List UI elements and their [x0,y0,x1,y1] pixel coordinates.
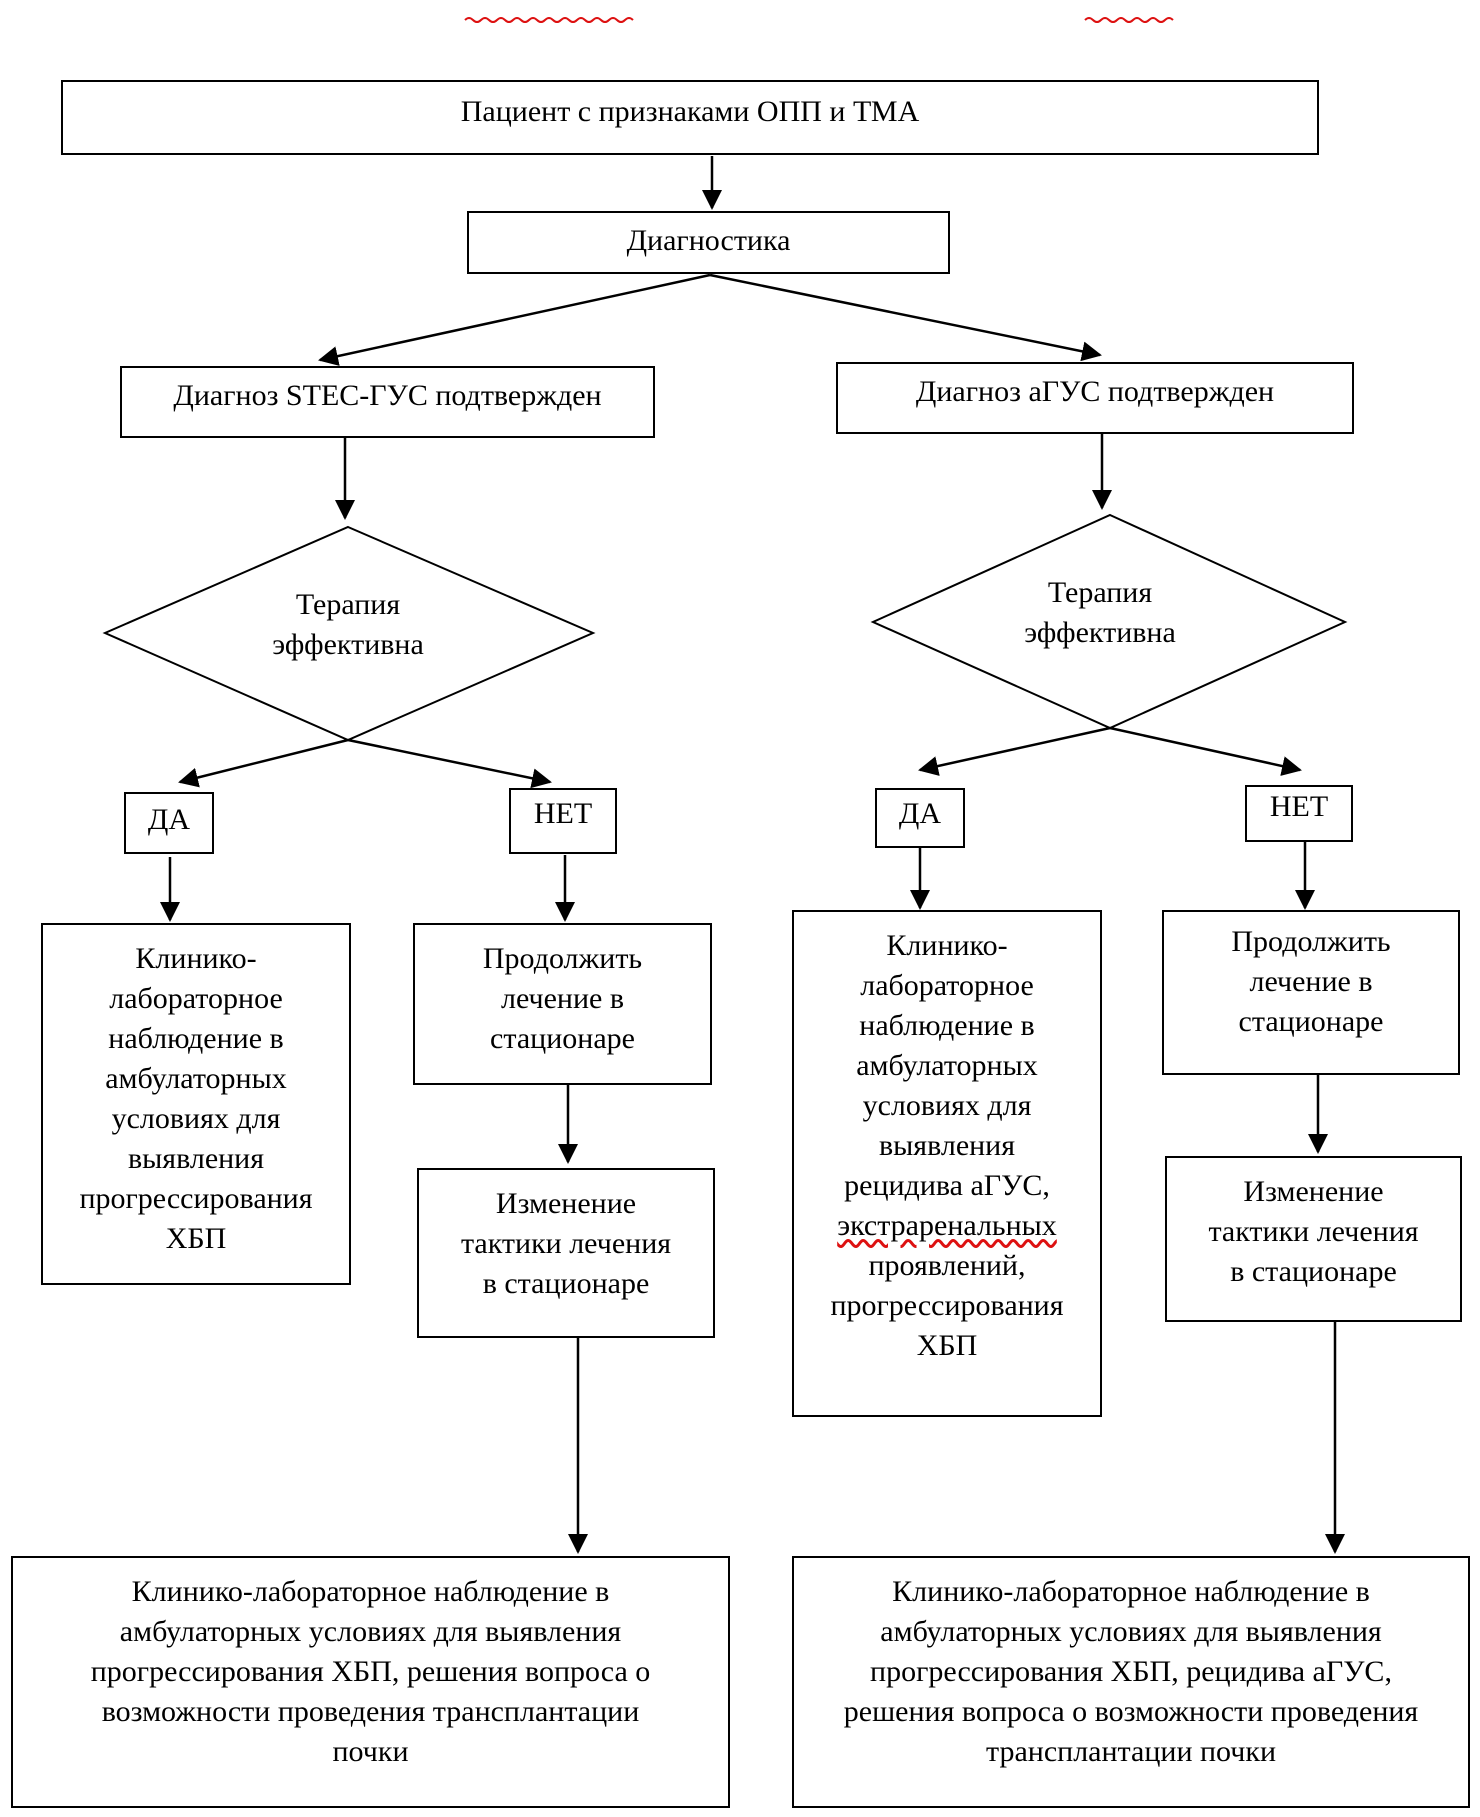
right-no-change-line: Изменение [1243,1175,1384,1208]
right-yes-outcome-line: ХБП [916,1329,978,1362]
left-decision-line-2: эффективна [272,628,424,661]
stec-confirmed-label: Диагноз STEC-ГУС подтвержден [173,379,602,412]
diagnostics-node: Диагностика [467,211,950,274]
left-decision-line-1: Терапия [295,588,401,621]
right-no-change-line: тактики лечения [1208,1215,1419,1248]
left-final-line: Клинико-лабораторное наблюдение в [131,1575,610,1608]
arrow-left-decision-to-no [347,738,552,789]
arrow-diagnostics-to-agus [709,273,1102,362]
left-yes-outcome-line: наблюдение в [108,1022,284,1055]
left-yes-outcome-line: амбулаторных [105,1062,287,1095]
right-final-line: решения вопроса о возможности проведения [843,1695,1419,1728]
right-yes-outcome-node: Клинико- лабораторное наблюдение в амбул… [792,910,1102,1417]
left-yes-outcome-line: выявления [127,1142,265,1175]
left-no-node: НЕТ [509,788,617,854]
right-yes-outcome-line: условиях для [862,1089,1032,1122]
left-no-change-line: в стационаре [482,1267,650,1300]
right-final-line: трансплантации почки [985,1735,1276,1768]
right-yes-outcome-line: амбулаторных [856,1049,1038,1082]
left-no-change-line: тактики лечения [460,1227,672,1260]
right-yes-node: ДА [875,788,965,848]
right-no-node: НЕТ [1245,785,1353,842]
right-no-change-node: Изменение тактики лечения в стационаре [1165,1156,1462,1322]
right-yes-label: ДА [898,797,942,830]
arrow-diagnostics-to-stec [318,273,711,366]
right-decision-line-1: Терапия [1047,576,1153,609]
agus-confirmed-label: Диагноз аГУС подтвержден [915,375,1275,408]
left-decision-label: Терапия эффективна [200,585,496,665]
right-no-continue-node: Продолжить лечение в стационаре [1162,910,1460,1075]
header-squiggle-1 [464,17,634,23]
right-yes-outcome-line: Клинико- [886,929,1008,962]
right-yes-outcome-line: наблюдение в [859,1009,1035,1042]
stec-confirmed-node: Диагноз STEC-ГУС подтвержден [120,366,655,438]
left-yes-outcome-line: прогрессирования [79,1182,313,1215]
left-yes-node: ДА [124,792,214,854]
arrow-left-decision-to-yes [178,738,349,788]
left-no-continue-line: Продолжить [482,942,643,975]
right-yes-outcome-line: проявлений, [868,1249,1026,1282]
right-final-node: Клинико-лабораторное наблюдение в амбула… [792,1556,1470,1808]
right-yes-outcome-line: экстраренальных [837,1209,1057,1242]
left-yes-label: ДА [147,803,191,836]
right-no-continue-line: лечение в [1249,965,1373,998]
left-final-line: почки [332,1735,409,1768]
right-decision-label: Терапия эффективна [952,573,1248,653]
left-no-continue-line: лечение в [500,982,625,1015]
right-decision-line-2: эффективна [1024,616,1176,649]
left-no-label: НЕТ [533,797,593,830]
header-squiggle-2 [1084,17,1174,23]
left-final-node: Клинико-лабораторное наблюдение в амбула… [11,1556,730,1808]
right-yes-outcome-line: прогрессирования [830,1289,1064,1322]
right-no-label: НЕТ [1269,790,1329,823]
right-final-line: прогрессирования ХБП, рецидива аГУС, [870,1655,1392,1688]
start-node-label: Пациент с признаками ОПП и ТМА [460,95,920,128]
right-yes-outcome-line: выявления [878,1129,1016,1162]
left-yes-outcome-line: условиях для [111,1102,281,1135]
left-yes-outcome-line: Клинико- [135,942,257,975]
right-no-change-line: в стационаре [1230,1255,1397,1288]
left-final-line: прогрессирования ХБП, решения вопроса о [90,1655,651,1688]
arrow-right-decision-to-no [1109,726,1302,776]
left-yes-outcome-line: лабораторное [109,982,283,1015]
right-yes-outcome-line: рецидива аГУС, [844,1169,1050,1202]
left-yes-outcome-node: Клинико- лабораторное наблюдение в амбул… [41,923,351,1285]
left-no-change-node: Изменение тактики лечения в стационаре [417,1168,715,1338]
left-no-continue-line: стационаре [490,1022,635,1055]
right-no-continue-line: стационаре [1238,1005,1384,1038]
left-yes-outcome-line: ХБП [165,1222,227,1255]
arrow-right-decision-to-yes [918,726,1111,776]
start-node: Пациент с признаками ОПП и ТМА [61,80,1319,155]
left-no-change-line: Изменение [495,1187,637,1220]
agus-confirmed-node: Диагноз аГУС подтвержден [836,362,1354,434]
left-no-continue-node: Продолжить лечение в стационаре [413,923,712,1085]
right-no-continue-line: Продолжить [1231,925,1391,958]
right-final-line: амбулаторных условиях для выявления [880,1615,1382,1648]
left-final-line: амбулаторных условиях для выявления [119,1615,622,1648]
right-yes-outcome-line: лабораторное [860,969,1034,1002]
left-final-line: возможности проведения трансплантации [101,1695,640,1728]
right-final-line: Клинико-лабораторное наблюдение в [892,1575,1370,1608]
diagnostics-node-label: Диагностика [626,224,791,257]
